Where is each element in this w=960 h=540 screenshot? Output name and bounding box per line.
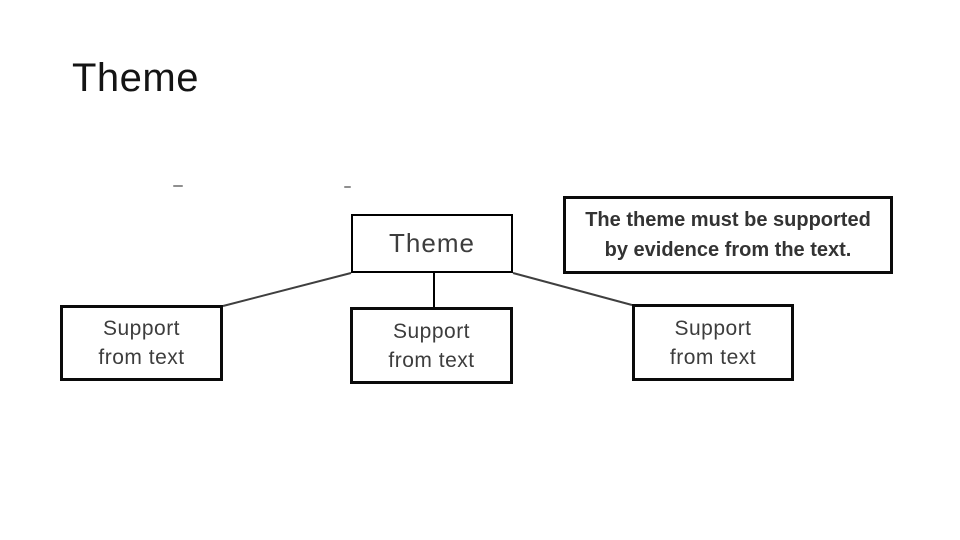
- theme-box: Theme: [351, 214, 513, 273]
- support-box-middle: Support from text: [350, 307, 513, 384]
- note-box-line-1: The theme must be supported: [585, 209, 871, 231]
- image-smudge-artifact-left: [173, 185, 183, 187]
- image-smudge-artifact-right: [344, 186, 351, 188]
- connector-line-left: [222, 272, 352, 307]
- support-box-left: Support from text: [60, 305, 223, 381]
- note-box: The theme must be supported by evidence …: [563, 196, 893, 274]
- support-box-right-line-2: from text: [669, 345, 757, 369]
- support-box-left-line-1: Support: [102, 317, 181, 340]
- support-box-middle-line-2: from text: [388, 348, 475, 372]
- support-box-right: Support from text: [632, 304, 794, 381]
- connector-line-right: [512, 272, 633, 306]
- theme-box-label: Theme: [389, 228, 475, 258]
- slide-title: Theme: [72, 56, 199, 100]
- support-box-right-line-1: Support: [674, 316, 752, 340]
- note-box-line-2: by evidence from the text.: [604, 239, 852, 261]
- support-box-middle-line-1: Support: [392, 319, 471, 343]
- support-box-left-line-2: from text: [98, 346, 185, 369]
